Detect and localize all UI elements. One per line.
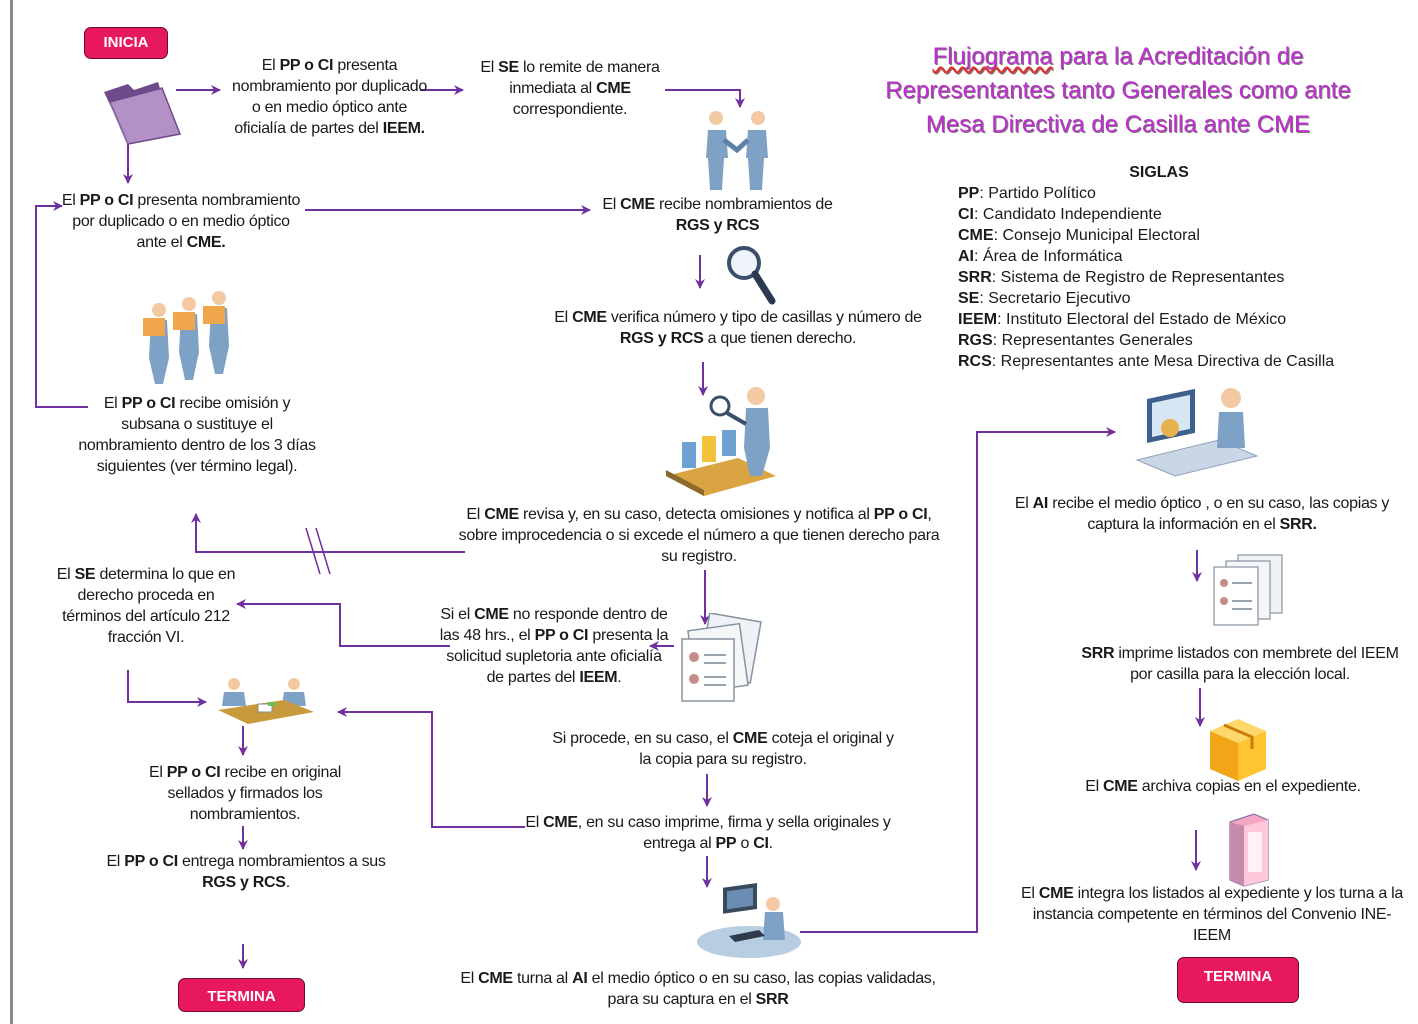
arrow-noresponde-to-se (236, 599, 450, 647)
step-cme-revisa: El CME revisa y, en su caso, detecta omi… (458, 506, 940, 565)
break-marks (305, 527, 331, 575)
end-terminal-left: TERMINA (178, 978, 305, 1012)
sigla-item: AI: Área de Informática (958, 248, 1123, 265)
meeting-table-icon (218, 678, 314, 724)
step-cme-archiva: El CME archiva copias en el expediente. (1085, 778, 1361, 795)
step-cme-verifica: El CME verifica número y tipo de casilla… (554, 309, 922, 347)
page-left-rule (10, 0, 13, 1024)
step-se-remite: El SE lo remite de manera inmediata al C… (480, 59, 660, 118)
sigla-item: CI: Candidato Independiente (958, 206, 1162, 223)
sigla-item: SE: Secretario Ejecutivo (958, 290, 1131, 307)
sigla-item: IEEM: Instituto Electoral del Estado de … (958, 311, 1287, 328)
diagram-title: Flujograma para la Acreditación de Repre… (885, 43, 1351, 138)
sigla-item: SRR: Sistema de Registro de Representant… (958, 269, 1285, 286)
sigla-item: PP: Partido Político (958, 185, 1096, 202)
handshake-icon (706, 111, 768, 190)
end-terminal-right: TERMINA (1177, 957, 1299, 1003)
step-cme-recibe: El CME recibe nombramientos de RGS y RCS (602, 196, 833, 234)
step-cme-coteja: Si procede, en su caso, el CME coteja el… (552, 730, 894, 768)
arrow-revisa-to-omision (191, 513, 465, 553)
workers-icon (143, 291, 229, 384)
computer-desk-icon (1135, 388, 1259, 477)
start-terminal: INICIA (84, 27, 168, 59)
sigla-item: RCS: Representantes ante Mesa Directiva … (958, 353, 1335, 370)
sigla-item: CME: Consejo Municipal Electoral (958, 227, 1200, 244)
step-pp-recibe-original: El PP o CI recibe en original sellados y… (148, 764, 341, 823)
magnifier-icon (727, 246, 776, 305)
arrow-se-to-meeting (127, 670, 207, 707)
siglas-legend: SIGLAS PP: Partido Político CI: Candidat… (958, 162, 1388, 372)
step-cme-imprime: El CME, en su caso imprime, firma y sell… (525, 814, 891, 852)
siglas-heading: SIGLAS (1129, 164, 1189, 181)
step-cme-no-responde: Si el CME no responde dentro de las 48 h… (439, 606, 669, 686)
inspection-line-icon (666, 387, 776, 496)
step-se-determina: El SE determina lo que en derecho proced… (56, 566, 236, 646)
step-ai-recibe: El AI recibe el medio óptico , o en su c… (1014, 495, 1390, 533)
sigla-item: RGS: Representantes Generales (958, 332, 1193, 349)
printed-lists-icon (1213, 554, 1283, 626)
step-pp-presenta-oficialia: El PP o CI presenta nombramiento por dup… (232, 57, 427, 137)
step-pp-recibe-omision: El PP o CI recibe omisión y subsana o su… (78, 395, 316, 475)
binder-icon (1229, 813, 1269, 887)
computer-operator-icon (697, 883, 801, 958)
step-pp-entrega: El PP o CI entrega nombramientos a sus R… (106, 853, 386, 891)
step-cme-integra: El CME integra los listados al expedient… (1021, 885, 1403, 944)
arrow-omision-loop (35, 201, 88, 408)
archive-box-icon (1210, 719, 1266, 781)
step-pp-presenta-cme: El PP o CI presenta nombramiento por dup… (61, 192, 301, 251)
step-cme-turna: El CME turna al AI el medio óptico o en … (460, 970, 936, 1008)
arrow-se-to-cme (665, 89, 745, 108)
folder-icon (104, 82, 182, 145)
arrow-turna-to-ai (800, 427, 1116, 933)
step-srr-imprime: SRR imprime listados con membrete del IE… (1081, 645, 1399, 683)
documents-icon (681, 613, 762, 702)
arrow-imprime-to-meeting (337, 707, 525, 828)
